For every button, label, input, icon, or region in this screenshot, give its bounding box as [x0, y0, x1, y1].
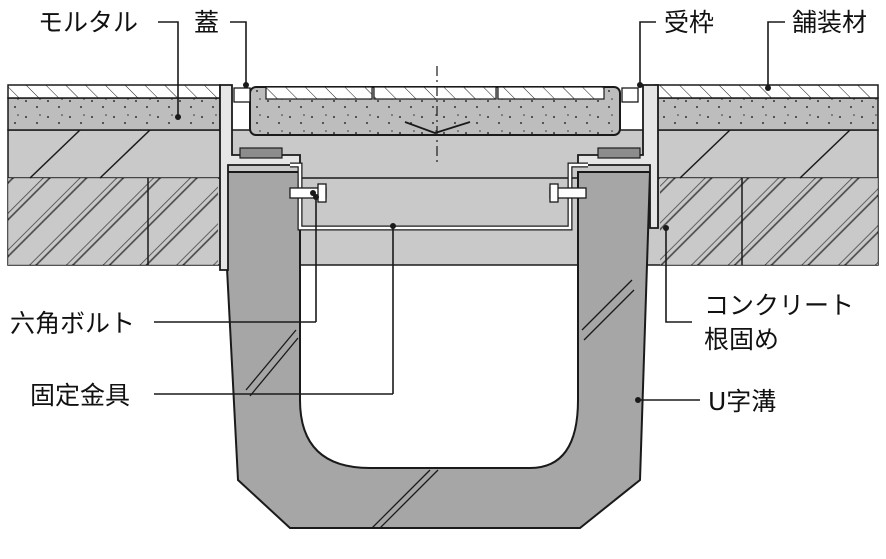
label-mortar: モルタル [38, 8, 138, 37]
label-frame: 受枠 [664, 8, 714, 37]
paving-material [7, 84, 879, 99]
hex-bolt-left [289, 183, 327, 203]
label-paving: 舗装材 [792, 8, 867, 37]
label-hex-bolt: 六角ボルト [10, 309, 135, 338]
leader-dots [175, 82, 771, 403]
label-u-channel: U字溝 [708, 387, 776, 416]
label-concrete-line1: コンクリート [704, 291, 854, 320]
fixing-bracket [290, 162, 588, 231]
u-channel [220, 171, 652, 529]
label-lid: 蓋 [194, 8, 219, 37]
label-fixing-bracket: 固定金具 [30, 381, 130, 410]
leader-lines [154, 21, 785, 401]
frame [219, 84, 659, 271]
lid [233, 86, 639, 136]
label-concrete-line2: 根固め [704, 325, 779, 354]
mortar-layer [7, 97, 879, 131]
ground-concrete [7, 129, 879, 266]
hex-bolt-right [549, 183, 587, 203]
